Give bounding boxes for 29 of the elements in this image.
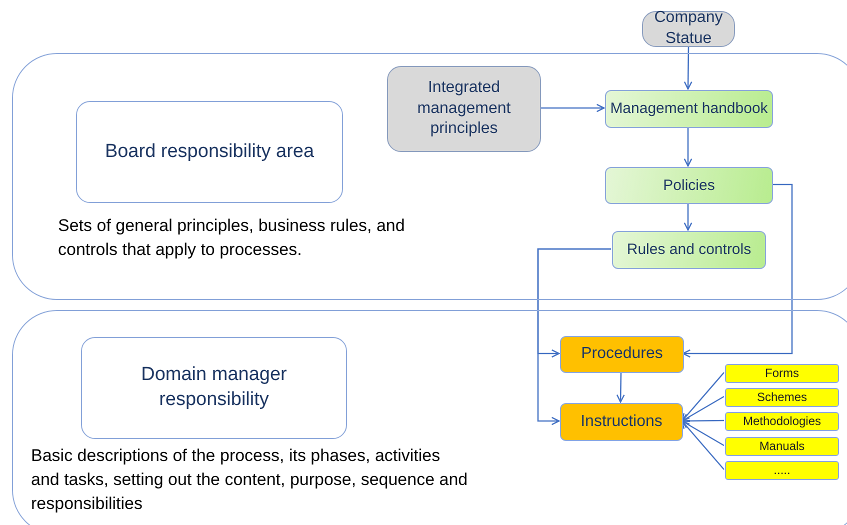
arrow (681, 420, 724, 470)
description-text: Basic descriptions of the process, its phases, activities and tasks, setting out the content, purpose, sequence and responsibilities (31, 445, 469, 515)
arrow (616, 372, 625, 403)
process-box: Instructions (560, 403, 683, 441)
arrow (681, 396, 724, 422)
document-box: Methodologies (725, 412, 839, 431)
arrow (684, 47, 692, 90)
arrow (684, 203, 692, 231)
description-text: Sets of general principles, business rules, and controls that apply to processes. (58, 215, 406, 261)
arrow (681, 420, 724, 446)
area-band (12, 310, 847, 525)
arrow (681, 372, 724, 422)
arrow (684, 127, 692, 167)
document-box: ..... (725, 461, 839, 480)
area-box: Domain manager responsibility (81, 337, 347, 439)
process-box: Company Statue (642, 11, 735, 47)
arrow (537, 248, 611, 426)
document-box: Manuals (725, 437, 839, 456)
document-box: Schemes (725, 388, 839, 407)
area-band (12, 53, 847, 300)
process-box: Integrated management principles (387, 66, 541, 152)
arrow (682, 184, 793, 358)
process-box: Management handbook (605, 90, 773, 128)
process-box: Rules and controls (612, 231, 766, 269)
document-box: Forms (725, 364, 839, 383)
process-box: Policies (605, 167, 773, 204)
process-box: Procedures (560, 336, 684, 373)
arrow (540, 104, 605, 112)
area-box: Board responsibility area (76, 101, 343, 203)
